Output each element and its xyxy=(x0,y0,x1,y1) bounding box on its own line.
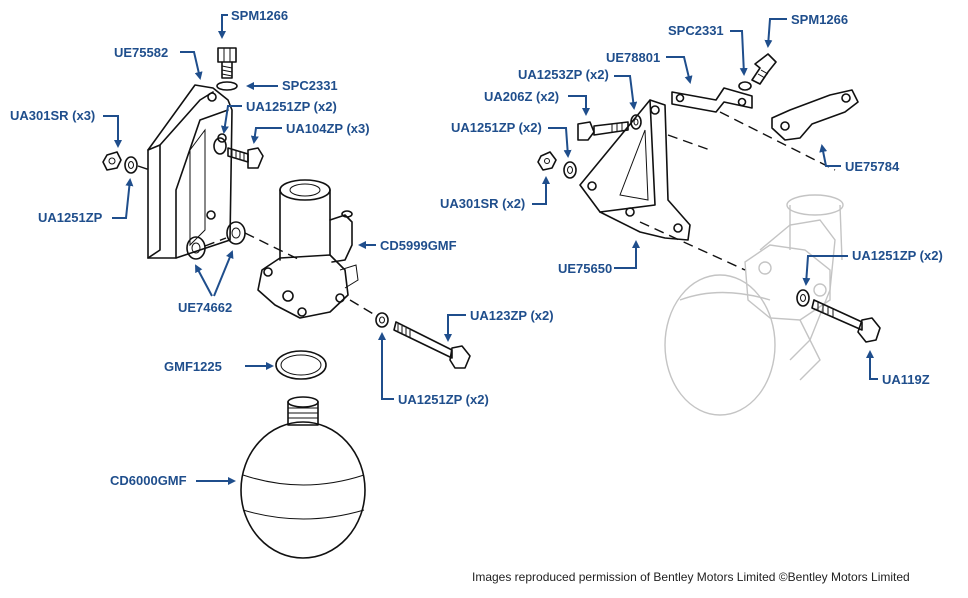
leader-ua301sr-x3 xyxy=(103,115,122,148)
leader-ua1253zp-x2 xyxy=(614,75,638,110)
bracket-ue75784-drawing xyxy=(771,89,859,141)
bracket-ue75650-drawing xyxy=(579,99,691,241)
label-ua301sr-x2: UA301SR (x2) xyxy=(440,196,525,211)
spacers-ue74662-drawing xyxy=(186,221,301,261)
screw-spm1266-drawing xyxy=(216,47,238,91)
screw-spm1266-right-drawing xyxy=(738,53,777,91)
leader-spm1266 xyxy=(218,14,228,39)
label-gmf1225: GMF1225 xyxy=(164,359,222,374)
bolt-ua119z-drawing xyxy=(796,289,881,343)
label-ua104zp-x3: UA104ZP (x3) xyxy=(286,121,370,136)
label-ue75784: UE75784 xyxy=(845,159,900,174)
label-spm1266: SPM1266 xyxy=(231,8,288,23)
leader-ua1251zp-x2-top xyxy=(220,105,242,134)
label-ue75650: UE75650 xyxy=(558,261,612,276)
leader-ua104zp-x3 xyxy=(250,127,282,144)
leader-ua301sr-x2 xyxy=(532,176,550,205)
leader-ua1251zp-left xyxy=(112,178,134,219)
leader-ue78801 xyxy=(666,56,693,84)
label-ua119z: UA119Z xyxy=(882,372,930,387)
nuts-washers-right-drawing xyxy=(537,151,577,179)
bolt-ua123zp-drawing xyxy=(349,299,471,369)
right-assembly-drawing xyxy=(537,53,881,416)
leader-ue75650 xyxy=(614,240,640,269)
label-ua206z-x2: UA206Z (x2) xyxy=(484,89,559,104)
label-ua1251zp-x2-top: UA1251ZP (x2) xyxy=(246,99,337,114)
label-ua1251zp-x2-bottom: UA1251ZP (x2) xyxy=(398,392,489,407)
leader-ua119z xyxy=(866,350,878,380)
label-cd6000gmf: CD6000GMF xyxy=(110,473,187,488)
label-cd5999gmf: CD5999GMF xyxy=(380,238,457,253)
leader-ue74662-b xyxy=(213,250,234,297)
label-spm1266-right: SPM1266 xyxy=(791,12,848,27)
bolt-ua206z-drawing xyxy=(577,114,642,141)
valve-body-cd5999gmf-drawing xyxy=(257,179,359,319)
label-ue74662: UE74662 xyxy=(178,300,232,315)
label-ua1251zp-left: UA1251ZP xyxy=(38,210,103,225)
leader-ue74662-a xyxy=(195,264,213,297)
leader-ua123zp-x2 xyxy=(444,314,466,342)
label-ua123zp-x2: UA123ZP (x2) xyxy=(470,308,554,323)
label-ua1253zp-x2: UA1253ZP (x2) xyxy=(518,67,609,82)
leader-ua206z-x2 xyxy=(568,95,590,116)
label-spc2331-right: SPC2331 xyxy=(668,23,724,38)
nuts-washers-left-drawing xyxy=(102,151,151,174)
label-ue78801: UE78801 xyxy=(606,50,660,65)
leader-ue75784 xyxy=(819,144,841,167)
left-assembly-drawing xyxy=(102,47,471,559)
label-ua301sr-x3: UA301SR (x3) xyxy=(10,108,95,123)
leader-ue75582 xyxy=(180,51,203,80)
copyright-notice: Images reproduced permission of Bentley … xyxy=(472,570,910,584)
bolt-ua104zp-drawing xyxy=(213,137,264,169)
leader-spc2331-right xyxy=(730,30,748,76)
leader-ua1251zp-x2-bottom xyxy=(378,332,394,400)
right-callouts: SPC2331 SPM1266 UE78801 UA1253ZP (x2) UA… xyxy=(440,12,943,387)
left-callouts: SPM1266 UE75582 SPC2331 UA1251ZP (x2) UA… xyxy=(10,8,554,488)
sphere-cd6000gmf-drawing xyxy=(240,396,366,559)
bracket-ue75582-drawing xyxy=(147,84,233,259)
o-ring-gmf1225-drawing xyxy=(275,350,327,380)
label-spc2331-left: SPC2331 xyxy=(282,78,338,93)
label-ue75582: UE75582 xyxy=(114,45,168,60)
leader-ua1251zp-x2-right-b xyxy=(802,255,848,286)
bracket-ue78801-drawing xyxy=(671,87,753,113)
ghost-sphere-valve-drawing xyxy=(664,194,844,416)
label-ua1251zp-x2-right-a: UA1251ZP (x2) xyxy=(451,120,542,135)
leader-spm1266-right xyxy=(764,18,787,48)
leader-ua1251zp-x2-right-a xyxy=(548,127,572,158)
label-ua1251zp-x2-right-b: UA1251ZP (x2) xyxy=(852,248,943,263)
